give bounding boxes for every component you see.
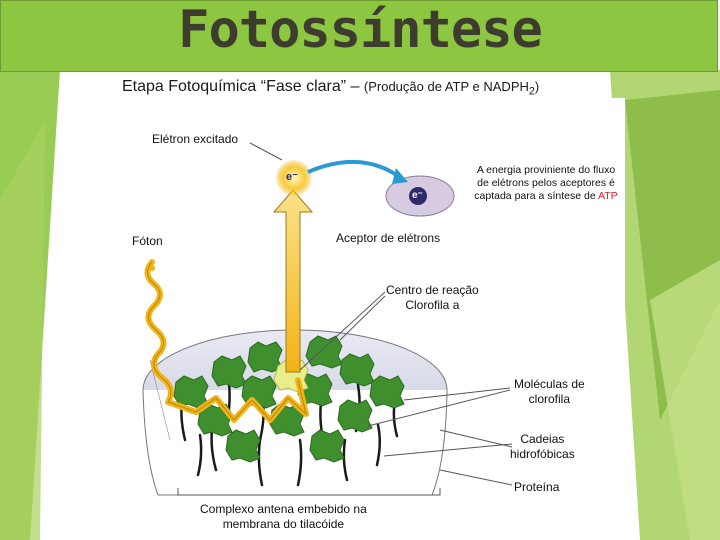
page-subtitle: Etapa Fotoquímica “Fase clara” – (Produç… [122, 78, 539, 98]
excitation-arrow [272, 189, 314, 373]
page-title: Fotossíntese [178, 0, 543, 60]
label-reaction-center: Centro de reação Clorofila a [386, 283, 479, 312]
title-bar [0, 0, 718, 72]
chlorophyll-molecules [173, 335, 405, 463]
label-antenna-complex: Complexo antena embebido na membrana do … [200, 502, 367, 531]
excited-electron [276, 160, 312, 196]
subtitle-main: Etapa Fotoquímica “Fase clara” – [122, 78, 364, 95]
leader-lines [249, 142, 513, 486]
label-hydrophobic-chains: Cadeias hidrofóbicas [510, 432, 575, 461]
label-protein: Proteína [514, 480, 560, 494]
energy-note: A energia proviniente do fluxo de elétro… [474, 164, 618, 202]
subtitle-paren: (Produção de ATP e NADPH2) [363, 79, 540, 98]
label-chlorophyll: Moléculas de clorofila [514, 377, 585, 406]
transfer-arrow [307, 160, 400, 178]
label-photon: Fóton [132, 234, 163, 248]
label-acceptor-electron: e⁻ [412, 190, 423, 201]
label-electron-symbol: e⁻ [286, 171, 298, 183]
label-electron-acceptor: Aceptor de elétrons [336, 231, 441, 245]
photon-dot [149, 265, 155, 271]
complex-bracket [177, 488, 441, 496]
label-excited-electron: Elétron excitado [152, 132, 239, 146]
